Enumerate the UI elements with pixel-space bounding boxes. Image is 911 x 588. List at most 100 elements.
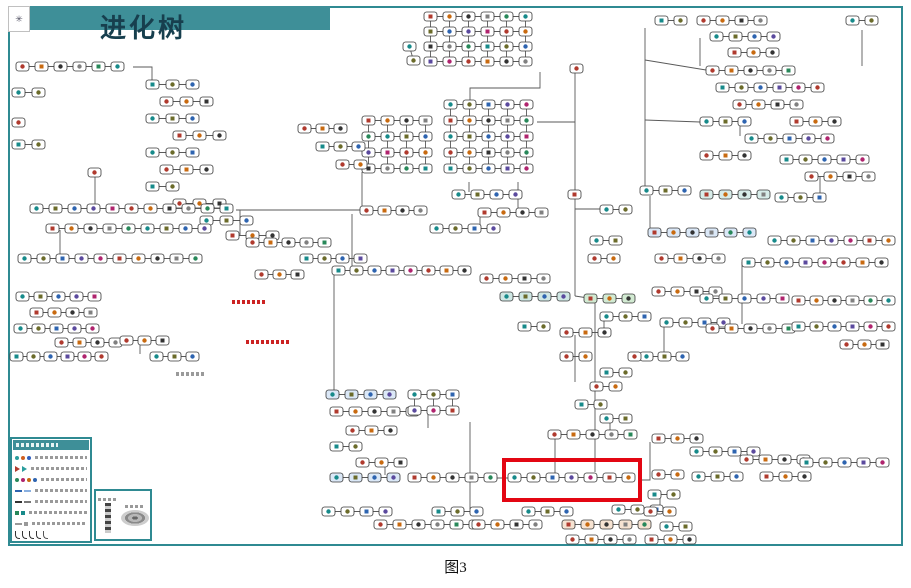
tree-node (657, 351, 672, 362)
tree-node (87, 291, 102, 302)
tree-node (637, 519, 652, 530)
tree-edge (644, 119, 701, 123)
tree-node (823, 171, 838, 182)
text-annotation-placeholder (176, 372, 206, 376)
tree-node (445, 389, 460, 400)
tree-node (753, 15, 768, 26)
tree-node (423, 56, 438, 67)
arrow-glyph (22, 465, 27, 472)
tree-node (518, 26, 533, 37)
tree-node (689, 446, 704, 457)
tree-node (618, 311, 633, 322)
tree-node (72, 61, 87, 72)
tree-node (470, 189, 485, 200)
tree-node (430, 519, 445, 530)
tree-node (691, 471, 706, 482)
tree-node (380, 115, 395, 126)
text-annotation-placeholder (246, 340, 290, 344)
tree-node (461, 56, 476, 67)
tree-node (779, 154, 794, 165)
tree-node (499, 56, 514, 67)
dot-glyph (27, 455, 31, 460)
tree-node (188, 253, 203, 264)
tree-node (556, 291, 571, 302)
dot-glyph (21, 455, 25, 460)
tree-node (744, 133, 759, 144)
header-bar (8, 6, 330, 30)
tree-node (477, 207, 492, 218)
tree-node (47, 307, 62, 318)
tree-node (758, 454, 773, 465)
legend-text-placeholder (31, 466, 87, 471)
tree-node (165, 113, 180, 124)
tree-node (673, 253, 688, 264)
tree-node (874, 257, 889, 268)
tree-node (791, 295, 806, 306)
dot-glyph (15, 477, 19, 482)
tree-node (65, 307, 80, 318)
tree-node (499, 291, 514, 302)
tree-node (172, 130, 187, 141)
tree-node (599, 367, 614, 378)
tree-node (55, 253, 70, 264)
hook-glyph (36, 530, 41, 539)
tree-node (789, 116, 804, 127)
tree-node (317, 237, 332, 248)
tree-node (380, 163, 395, 174)
tree-node (15, 291, 30, 302)
legend-row (12, 462, 90, 473)
tree-node (798, 257, 813, 268)
tree-node (325, 389, 340, 400)
tree-node (793, 192, 808, 203)
tree-node (518, 41, 533, 52)
tree-node (69, 291, 84, 302)
tree-node (64, 223, 79, 234)
tree-node (818, 457, 833, 468)
tree-node (399, 115, 414, 126)
tree-node (639, 185, 654, 196)
tree-node (462, 163, 477, 174)
figure-caption: 图3 (444, 560, 467, 576)
tree-node (519, 131, 534, 142)
tree-node (91, 61, 106, 72)
tree-node (500, 99, 515, 110)
legend-row (12, 517, 90, 528)
tree-node (386, 406, 401, 417)
tree-node (199, 164, 214, 175)
tree-node (770, 99, 785, 110)
tree-node (608, 381, 623, 392)
tree-node (521, 506, 536, 517)
tree-node (732, 99, 747, 110)
tree-node (105, 203, 120, 214)
disc-column (120, 504, 149, 526)
tree-node (559, 351, 574, 362)
tree-node (827, 321, 842, 332)
tree-node (699, 189, 714, 200)
dash-glyph (15, 500, 22, 503)
tree-node (881, 321, 896, 332)
scale-column (97, 497, 118, 533)
tree-node (333, 123, 348, 134)
tree-node (361, 147, 376, 158)
tree-node (644, 534, 659, 545)
tree-node (36, 253, 51, 264)
tree-node (45, 223, 60, 234)
tree-node (836, 154, 851, 165)
tree-node (140, 223, 155, 234)
tree-node (718, 116, 733, 127)
tree-node (724, 65, 739, 76)
tree-node (145, 79, 160, 90)
tree-node (704, 227, 719, 238)
corner-icon: ✳ (8, 6, 30, 32)
tree-node (827, 295, 842, 306)
tree-node (837, 457, 852, 468)
tree-edge (469, 72, 541, 102)
tree-node (54, 337, 69, 348)
tree-node (348, 472, 363, 483)
tree-node (490, 519, 505, 530)
tree-node (281, 237, 296, 248)
tree-node (808, 116, 823, 127)
tree-node (43, 351, 58, 362)
tree-node (167, 351, 182, 362)
tree-node (145, 113, 160, 124)
